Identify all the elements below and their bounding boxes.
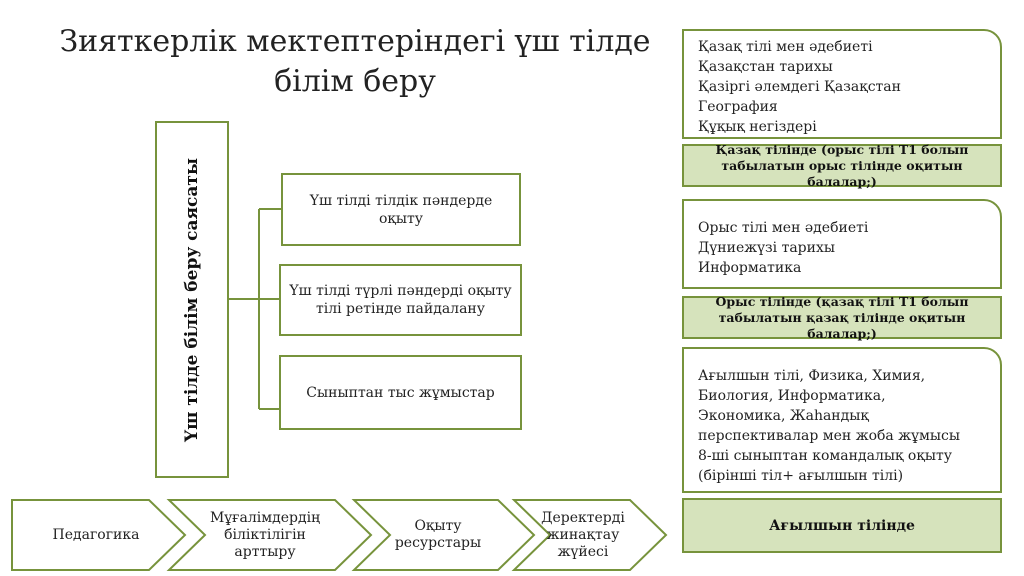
- subject-item: Қазақстан тарихы: [698, 59, 833, 75]
- english-language-label: Ағылшын тілінде: [682, 498, 1002, 553]
- subject-item: перспективалар мен жоба жұмысы: [698, 428, 961, 444]
- english-subjects-box: Ағылшын тілі, Физика, Химия, Биология, И…: [682, 347, 1002, 493]
- subject-item: (бірінші тіл+ ағылшын тілі): [698, 468, 904, 484]
- process-arrow-4: [511, 499, 668, 571]
- subject-item: Дүниежүзі тарихы: [698, 240, 836, 256]
- branch-label: Сыныптан тыс жұмыстар: [306, 384, 495, 401]
- branch-label: Үш тілді тілдік пәндерде оқыту: [309, 192, 493, 227]
- russian-language-text: Орыс тілінде (қазақ тілі Т1 болып табыла…: [715, 293, 969, 341]
- process-arrow-1: [11, 499, 187, 571]
- step-pedagogy: Педагогика: [26, 500, 166, 570]
- subject-item: Қазіргі әлемдегі Қазақстан: [698, 79, 901, 95]
- branch-instruction-language: Үш тілді түрлі пәндерді оқыту тілі ретін…: [279, 264, 522, 336]
- policy-box: Үш тілде білім беру саясаты: [155, 121, 229, 478]
- branch-extracurricular: Сыныптан тыс жұмыстар: [279, 355, 522, 430]
- subject-item: Орыс тілі мен әдебиеті: [698, 220, 869, 236]
- step-resources: Оқыту ресурстары: [388, 500, 488, 570]
- title-line-1: Зияткерлік мектептеріндегі үш тілде: [59, 24, 651, 59]
- kazakh-subjects-box: Қазақ тілі мен әдебиеті Қазақстан тарихы…: [682, 29, 1002, 139]
- english-language-text: Ағылшын тілінде: [769, 517, 915, 534]
- step-teacher-training: Мұғалімдердің біліктілігін арттыру: [200, 500, 330, 570]
- branch-language-subjects: Үш тілді тілдік пәндерде оқыту: [281, 173, 521, 246]
- kazakh-language-label: Қазақ тілінде (орыс тілі Т1 болып табыла…: [682, 141, 1002, 189]
- step-label: Мұғалімдердің біліктілігін арттыру: [209, 509, 321, 560]
- russian-subjects-box: Орыс тілі мен әдебиеті Дүниежүзі тарихы …: [682, 199, 1002, 289]
- subject-item: География: [698, 99, 778, 115]
- process-arrow-3: [351, 499, 536, 571]
- subject-item: 8-ші сыныптан командалық оқыту: [698, 448, 952, 464]
- russian-language-label: Орыс тілінде (қазақ тілі Т1 болып табыла…: [682, 293, 1002, 341]
- subject-item: Биология, Информатика,: [698, 388, 886, 404]
- step-label: Педагогика: [52, 526, 140, 543]
- process-arrow-2: [166, 499, 373, 571]
- subject-item: Құқық негіздері: [698, 119, 817, 135]
- step-label: Оқыту ресурстары: [394, 518, 482, 551]
- step-label: Деректерді жинақтау жүйесі: [541, 509, 625, 560]
- title-line-2: білім беру: [274, 64, 436, 99]
- subject-item: Ағылшын тілі, Физика, Химия,: [698, 368, 926, 384]
- subject-item: Информатика: [698, 260, 802, 276]
- subject-item: Экономика, Жаһандық: [698, 408, 869, 424]
- branch-label: Үш тілді түрлі пәндерді оқыту тілі ретін…: [289, 283, 512, 317]
- step-data-system: Деректерді жинақтау жүйесі: [538, 500, 628, 570]
- kazakh-language-text: Қазақ тілінде (орыс тілі Т1 болып табыла…: [715, 141, 969, 189]
- slide-title: Зияткерлік мектептеріндегі үш тілде білі…: [40, 22, 670, 102]
- subject-item: Қазақ тілі мен әдебиеті: [698, 39, 873, 55]
